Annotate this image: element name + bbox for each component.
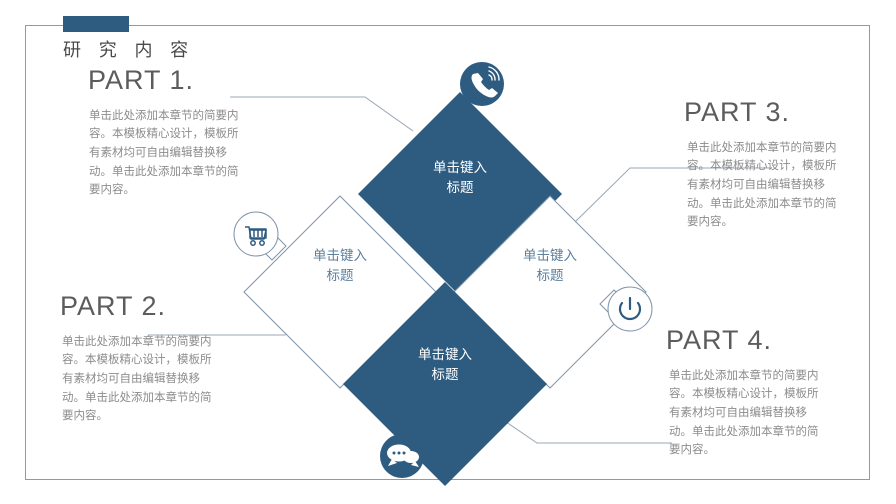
part-3-block: PART 3. 单击此处添加本章节的简要内容。本模板精心设计，模板所有素材均可自… bbox=[684, 97, 839, 231]
part-2-block: PART 2. 单击此处添加本章节的简要内容。本模板精心设计，模板所有素材均可自… bbox=[60, 291, 214, 425]
part-4-block: PART 4. 单击此处添加本章节的简要内容。本模板精心设计，模板所有素材均可自… bbox=[666, 325, 821, 459]
part-3-heading: PART 3. bbox=[684, 97, 791, 127]
part-2-heading: PART 2. bbox=[60, 291, 167, 321]
part-4-body: 单击此处添加本章节的简要内容。本模板精心设计，模板所有素材均可自由编辑替换移动。… bbox=[669, 367, 819, 457]
part-1-block: PART 1. 单击此处添加本章节的简要内容。本模板精心设计，模板所有素材均可自… bbox=[88, 65, 241, 199]
phone-icon[interactable] bbox=[452, 62, 504, 128]
part-2-body: 单击此处添加本章节的简要内容。本模板精心设计，模板所有素材均可自由编辑替换移动。… bbox=[62, 333, 212, 423]
power-icon[interactable] bbox=[599, 286, 653, 332]
diamond-bottom[interactable] bbox=[343, 282, 547, 486]
part-1-body: 单击此处添加本章节的简要内容。本模板精心设计，模板所有素材均可自由编辑替换移动。… bbox=[89, 107, 239, 197]
part-4-heading: PART 4. bbox=[666, 325, 773, 355]
part-1-heading: PART 1. bbox=[88, 65, 195, 95]
chat-bubble-icon[interactable] bbox=[380, 430, 432, 478]
shopping-cart-icon[interactable] bbox=[233, 211, 287, 261]
connector-part1 bbox=[230, 96, 414, 132]
header-accent-bar bbox=[63, 16, 129, 32]
page-title: 研 究 内 容 bbox=[63, 40, 195, 61]
part-3-body: 单击此处添加本章节的简要内容。本模板精心设计，模板所有素材均可自由编辑替换移动。… bbox=[687, 139, 837, 229]
connector-part3 bbox=[574, 167, 772, 223]
